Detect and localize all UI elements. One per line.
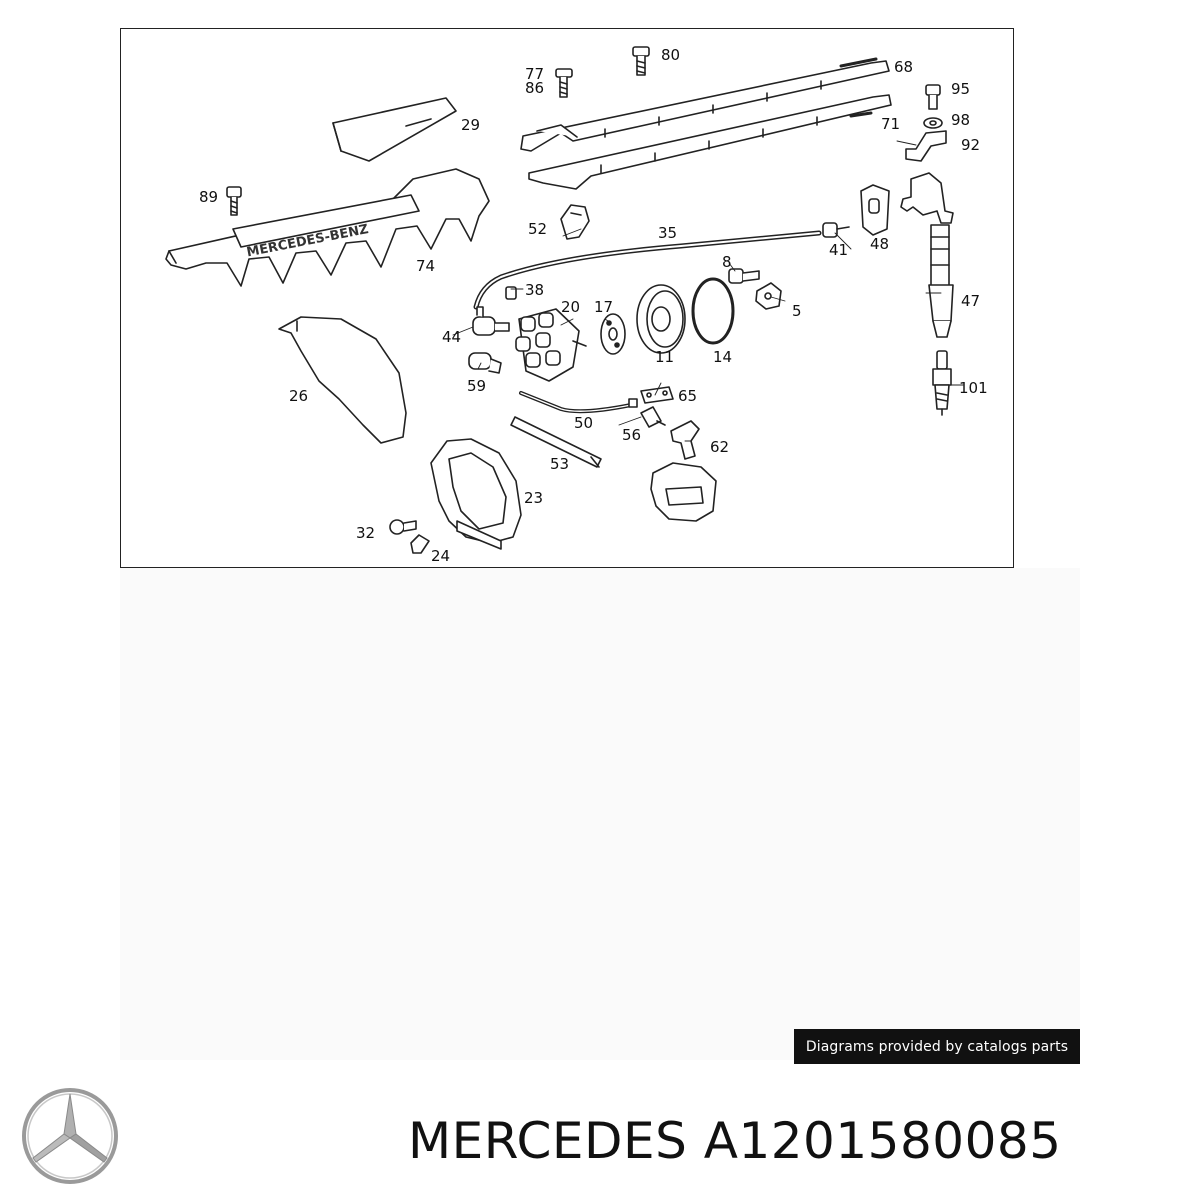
part-35-wire (473, 230, 822, 310)
part-11-pulley (636, 284, 686, 354)
part-29-small-cover (332, 97, 457, 162)
part-59-boot (468, 352, 502, 374)
part-95-bolt (925, 84, 941, 110)
callout-77: 77 (525, 65, 544, 83)
callout-11: 11 (655, 348, 674, 366)
brand-name: MERCEDES (408, 1112, 688, 1170)
part-68-rail (520, 57, 890, 152)
part-92-bracket (905, 130, 947, 162)
part-52-clip (560, 204, 590, 240)
part-number: A1201580085 (703, 1112, 1062, 1170)
callout-92: 92 (961, 136, 980, 154)
callout-5: 5 (792, 302, 802, 320)
part-65-gasket (640, 386, 674, 404)
callout-53: 53 (550, 455, 569, 473)
callout-32: 32 (356, 524, 375, 542)
part-98-washer (923, 117, 943, 129)
callout-labels: 80 68 77 86 95 98 92 71 29 89 74 52 35 4… (199, 46, 988, 565)
parts-diagram: MERCEDES-BENZ (120, 28, 1014, 568)
diagram-credit-badge: Diagrams provided by catalogs parts (794, 1029, 1080, 1064)
callout-8: 8 (722, 253, 732, 271)
callout-35: 35 (658, 224, 677, 242)
part-74-engine-cover: MERCEDES-BENZ (165, 168, 490, 287)
part-56-fitting (640, 406, 666, 428)
callout-24: 24 (431, 547, 450, 565)
part-17-rotor (600, 313, 626, 355)
exploded-view-drawing: MERCEDES-BENZ (165, 46, 988, 565)
part-101-spark-plug (932, 350, 952, 416)
part-8-bolt (728, 268, 760, 284)
part-47-plug-connector (900, 172, 954, 338)
part-44-boot (472, 306, 510, 336)
part-71-rail (528, 94, 892, 190)
part-23-housing (430, 438, 522, 550)
part-50-hose (519, 391, 638, 414)
callout-50: 50 (574, 414, 593, 432)
part-38-grommet (505, 286, 517, 300)
callout-74: 74 (416, 257, 435, 275)
callout-14: 14 (713, 348, 732, 366)
part-5-sensor (755, 282, 782, 310)
callout-95: 95 (951, 80, 970, 98)
callout-52: 52 (528, 220, 547, 238)
leader-lines (452, 140, 964, 442)
callout-86: 86 (525, 79, 544, 97)
callout-56: 56 (622, 426, 641, 444)
part-77-86-bolt (555, 68, 573, 98)
control-module (650, 462, 717, 522)
part-41-boot (822, 222, 850, 238)
callout-47: 47 (961, 292, 980, 310)
callout-29: 29 (461, 116, 480, 134)
callout-71: 71 (881, 115, 900, 133)
part-89-bolt (226, 186, 242, 216)
callout-38: 38 (525, 281, 544, 299)
three-pointed-star-logo-icon (22, 1088, 118, 1184)
callout-80: 80 (661, 46, 680, 64)
product-title: MERCEDES A1201580085 (408, 1108, 1188, 1174)
callout-17: 17 (594, 298, 613, 316)
callout-41: 41 (829, 241, 848, 259)
part-80-bolt (632, 46, 650, 76)
callout-65: 65 (678, 387, 697, 405)
part-48-coil-connector (860, 184, 890, 236)
callout-20: 20 (561, 298, 580, 316)
callout-68: 68 (894, 58, 913, 76)
part-32-bolt (389, 519, 417, 535)
callout-44: 44 (442, 328, 461, 346)
callout-59: 59 (467, 377, 486, 395)
part-20-distributor-cap (515, 308, 587, 382)
part-24-clip (410, 534, 430, 554)
callout-62: 62 (710, 438, 729, 456)
callout-23: 23 (524, 489, 543, 507)
callout-26: 26 (289, 387, 308, 405)
diagram-backdrop (120, 568, 1080, 1060)
callout-98: 98 (951, 111, 970, 129)
part-53-rod (510, 416, 602, 468)
part-14-o-ring (691, 277, 735, 345)
callout-89: 89 (199, 188, 218, 206)
callout-48: 48 (870, 235, 889, 253)
callout-101: 101 (959, 379, 988, 397)
part-62-valve (670, 420, 700, 460)
part-26-shield (278, 316, 407, 444)
